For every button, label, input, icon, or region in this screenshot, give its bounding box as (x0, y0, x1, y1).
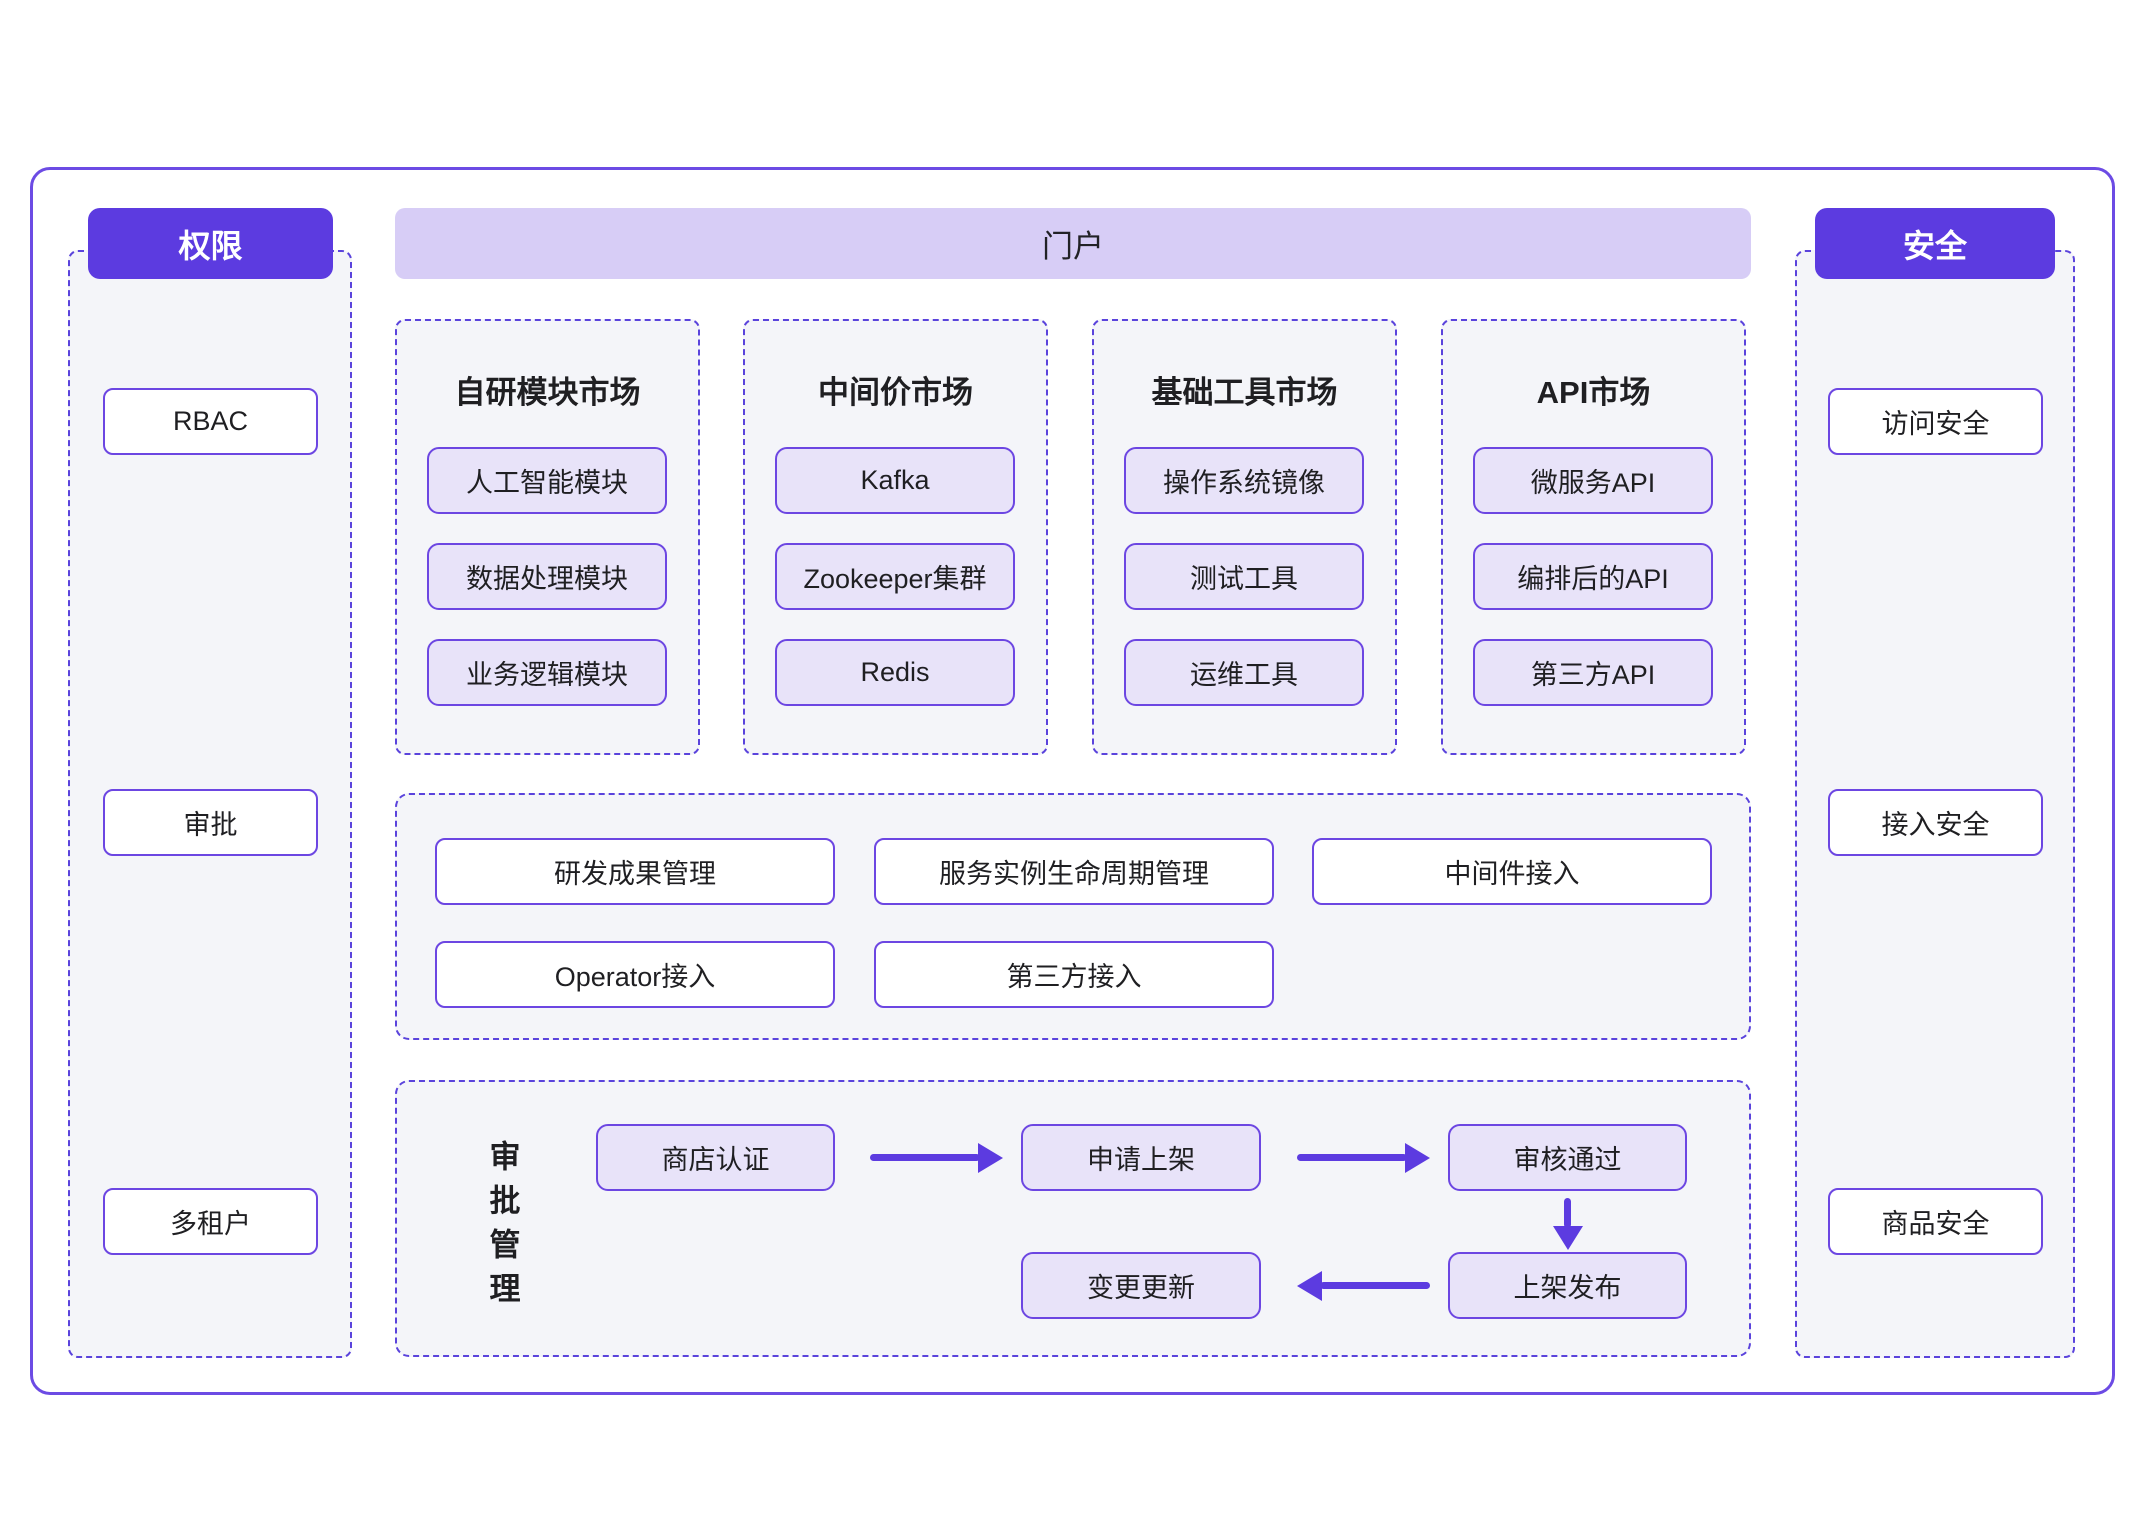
market-col-title: 基础工具市场 (1151, 375, 1338, 410)
market-col-title: 自研模块市场 (454, 375, 641, 410)
node-ops-tools: 运维工具 (1124, 639, 1364, 706)
approval-flow-label: 审批管理 (484, 1140, 520, 1316)
node-listing-release: 上架发布 (1448, 1252, 1687, 1319)
node-data-processing-module: 数据处理模块 (427, 543, 667, 610)
node-integration-security: 接入安全 (1828, 789, 2043, 856)
node-third-party-api: 第三方API (1473, 639, 1713, 706)
market-col-self-developed-modules: 自研模块市场 人工智能模块 数据处理模块 业务逻辑模块 (395, 319, 700, 755)
node-microservice-api: 微服务API (1473, 447, 1713, 514)
node-review-passed: 审核通过 (1448, 1124, 1687, 1191)
node-ai-module: 人工智能模块 (427, 447, 667, 514)
security-panel-title: 安全 (1815, 208, 2055, 279)
node-zookeeper-cluster: Zookeeper集群 (775, 543, 1015, 610)
market-col-title: API市场 (1536, 375, 1651, 410)
arrow-left-icon (1320, 1282, 1430, 1289)
node-os-image: 操作系统镜像 (1124, 447, 1364, 514)
market-col-api: API市场 微服务API 编排后的API 第三方API (1441, 319, 1746, 755)
portal-header: 门户 (395, 208, 1751, 279)
node-rbac: RBAC (103, 388, 318, 455)
permissions-panel-title: 权限 (88, 208, 333, 279)
market-col-middleware: 中间价市场 Kafka Zookeeper集群 Redis (743, 319, 1048, 755)
node-third-party-access: 第三方接入 (874, 941, 1274, 1008)
node-store-certification: 商店认证 (596, 1124, 835, 1191)
node-product-security: 商品安全 (1828, 1188, 2043, 1255)
node-orchestrated-api: 编排后的API (1473, 543, 1713, 610)
node-operator-access: Operator接入 (435, 941, 835, 1008)
market-col-basic-tools: 基础工具市场 操作系统镜像 测试工具 运维工具 (1092, 319, 1397, 755)
node-kafka: Kafka (775, 447, 1015, 514)
node-middleware-access: 中间件接入 (1312, 838, 1712, 905)
arrow-down-icon (1564, 1198, 1571, 1228)
market-col-title: 中间价市场 (818, 375, 973, 410)
node-rd-results-management: 研发成果管理 (435, 838, 835, 905)
arrow-right-icon (1297, 1154, 1407, 1161)
arrow-right-icon (870, 1154, 980, 1161)
node-change-update: 变更更新 (1021, 1252, 1261, 1319)
node-approval: 审批 (103, 789, 318, 856)
node-access-security: 访问安全 (1828, 388, 2043, 455)
node-redis: Redis (775, 639, 1015, 706)
node-business-logic-module: 业务逻辑模块 (427, 639, 667, 706)
node-test-tools: 测试工具 (1124, 543, 1364, 610)
node-multi-tenant: 多租户 (103, 1188, 318, 1255)
node-apply-listing: 申请上架 (1021, 1124, 1261, 1191)
node-service-instance-lifecycle: 服务实例生命周期管理 (874, 838, 1274, 905)
